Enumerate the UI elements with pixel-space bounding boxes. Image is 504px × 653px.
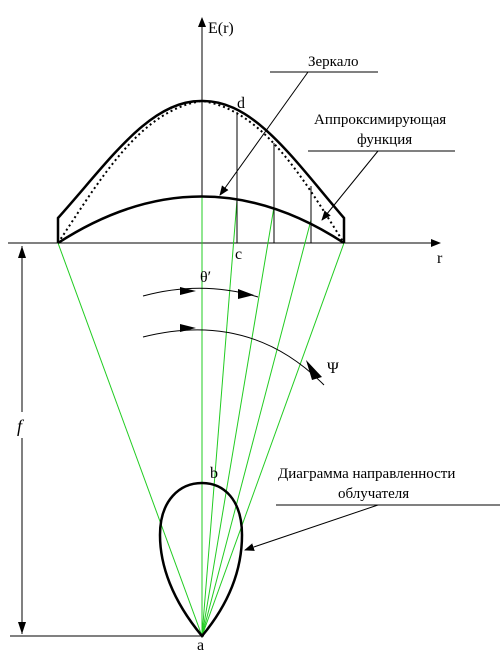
approx-annotation-leader [321, 150, 379, 221]
focal-label-bg [14, 412, 30, 438]
theta-label: θ′ [200, 269, 211, 286]
mirror-annotation-leader [219, 71, 309, 196]
horizontal-axis-label: r [437, 250, 443, 267]
focal-label: f [17, 416, 25, 436]
mirror-annotation: Зеркало [308, 54, 359, 70]
mirror-curve [57, 195, 345, 245]
psi-arrow [306, 360, 322, 380]
approx-annotation-line2: функция [357, 132, 412, 148]
ray [57, 242, 203, 637]
point-a-label: a [197, 637, 204, 653]
ray [201, 242, 345, 637]
mirror-outline [56, 99, 346, 243]
vertical-axis-label: E(r) [208, 20, 234, 37]
focal-arrow-top [18, 246, 26, 258]
ray [201, 206, 275, 637]
point-b-label: b [210, 465, 218, 482]
ray [201, 219, 312, 637]
feed-radiation-pattern [158, 481, 244, 638]
psi-arrow [180, 324, 196, 332]
point-c-label: c [235, 246, 242, 263]
psi-arc [142, 329, 325, 386]
rays [57, 197, 345, 637]
psi-label: Ψ [327, 360, 339, 377]
approximating-function-curve [57, 99, 345, 244]
theta-arrow [238, 289, 254, 299]
ray [201, 199, 238, 637]
point-d-label: d [237, 95, 245, 112]
focal-arrow-bottom [18, 622, 26, 634]
pattern-annotation-line1: Диаграмма направленности [278, 466, 455, 482]
approx-annotation-line1: Аппроксимирующая [314, 112, 446, 128]
pattern-annotation-leader [244, 504, 379, 551]
theta-arrow [180, 287, 196, 295]
pattern-annotation-line2: облучателя [338, 486, 409, 502]
